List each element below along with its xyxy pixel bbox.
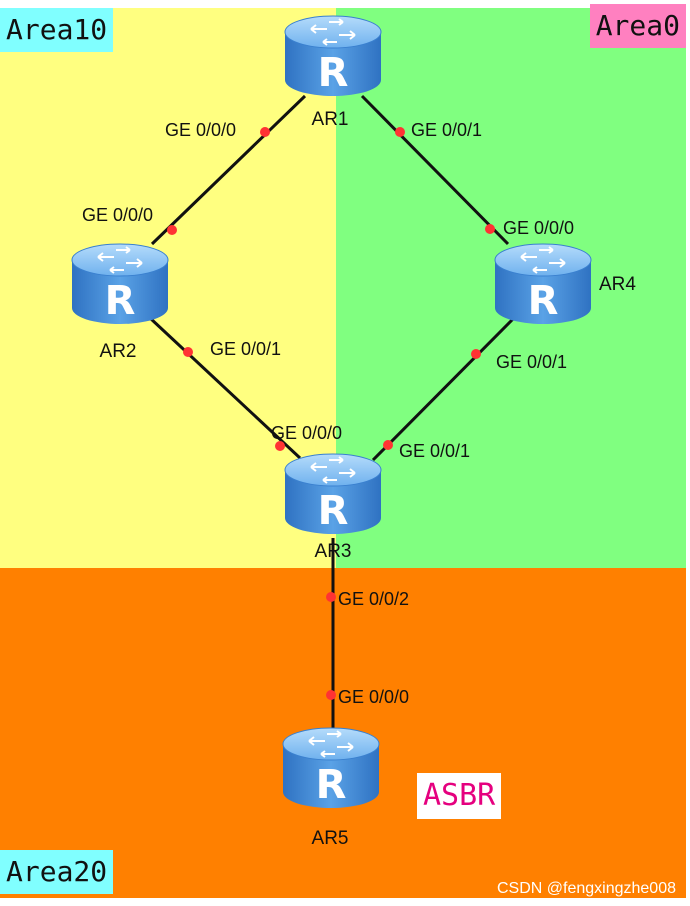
port-dot-ar5 (326, 690, 336, 700)
port-label-ar5: GE 0/0/0 (338, 687, 409, 707)
asbr-label: ASBR (417, 773, 502, 819)
port-dot-ar3 (383, 440, 393, 450)
port-dot-ar3 (326, 592, 336, 602)
svg-text:R: R (318, 488, 349, 534)
router-name-ar1: AR1 (312, 109, 349, 130)
port-dot-ar1 (395, 127, 405, 137)
svg-text:R: R (316, 762, 347, 808)
port-label-ar1: GE 0/0/0 (165, 120, 236, 140)
link-ar1-ar2 (150, 94, 307, 246)
link-ar4-ar3 (371, 316, 516, 462)
link-ar1-ar4 (360, 94, 510, 246)
port-dot-ar3 (275, 441, 285, 451)
port-dot-ar4 (471, 349, 481, 359)
router-icon: R (284, 453, 382, 534)
svg-text:R: R (105, 278, 136, 324)
area20-label: Area20 (0, 850, 114, 894)
port-label-ar1: GE 0/0/1 (411, 120, 482, 140)
labels-layer: GE 0/0/0 GE 0/0/0 GE 0/0/1 GE 0/0/0 GE 0/0/1… (82, 109, 636, 849)
links-layer (148, 94, 516, 730)
router-name-ar5: AR5 (312, 828, 349, 849)
router-icon: R (282, 727, 380, 808)
router-name-ar4: AR4 (599, 274, 636, 295)
port-label-ar4: GE 0/0/1 (496, 352, 567, 372)
port-label-ar3: GE 0/0/0 (271, 423, 342, 443)
router-name-ar3: AR3 (315, 541, 352, 562)
port-dot-ar2 (167, 225, 177, 235)
watermark: CSDN @fengxingzhe008 (496, 880, 676, 897)
router-icon: R (71, 243, 169, 324)
port-label-ar2: GE 0/0/0 (82, 205, 153, 225)
port-dot-ar1 (260, 127, 270, 137)
port-dot-ar2 (183, 347, 193, 357)
router-icon: R (494, 243, 592, 324)
port-label-ar4: GE 0/0/0 (503, 218, 574, 238)
svg-text:R: R (318, 50, 349, 96)
port-dot-ar4 (485, 224, 495, 234)
routers-layer: R R R R R (71, 15, 592, 808)
router-icon: R (284, 15, 382, 96)
port-label-ar3: GE 0/0/2 (338, 589, 409, 609)
port-label-ar2: GE 0/0/1 (210, 339, 281, 359)
svg-text:R: R (528, 278, 559, 324)
area0-label: Area0 (589, 4, 686, 48)
router-name-ar2: AR2 (100, 341, 137, 362)
link-ar2-ar3 (148, 316, 302, 460)
port-label-ar3: GE 0/0/1 (399, 441, 470, 461)
area10-label: Area10 (0, 8, 114, 52)
